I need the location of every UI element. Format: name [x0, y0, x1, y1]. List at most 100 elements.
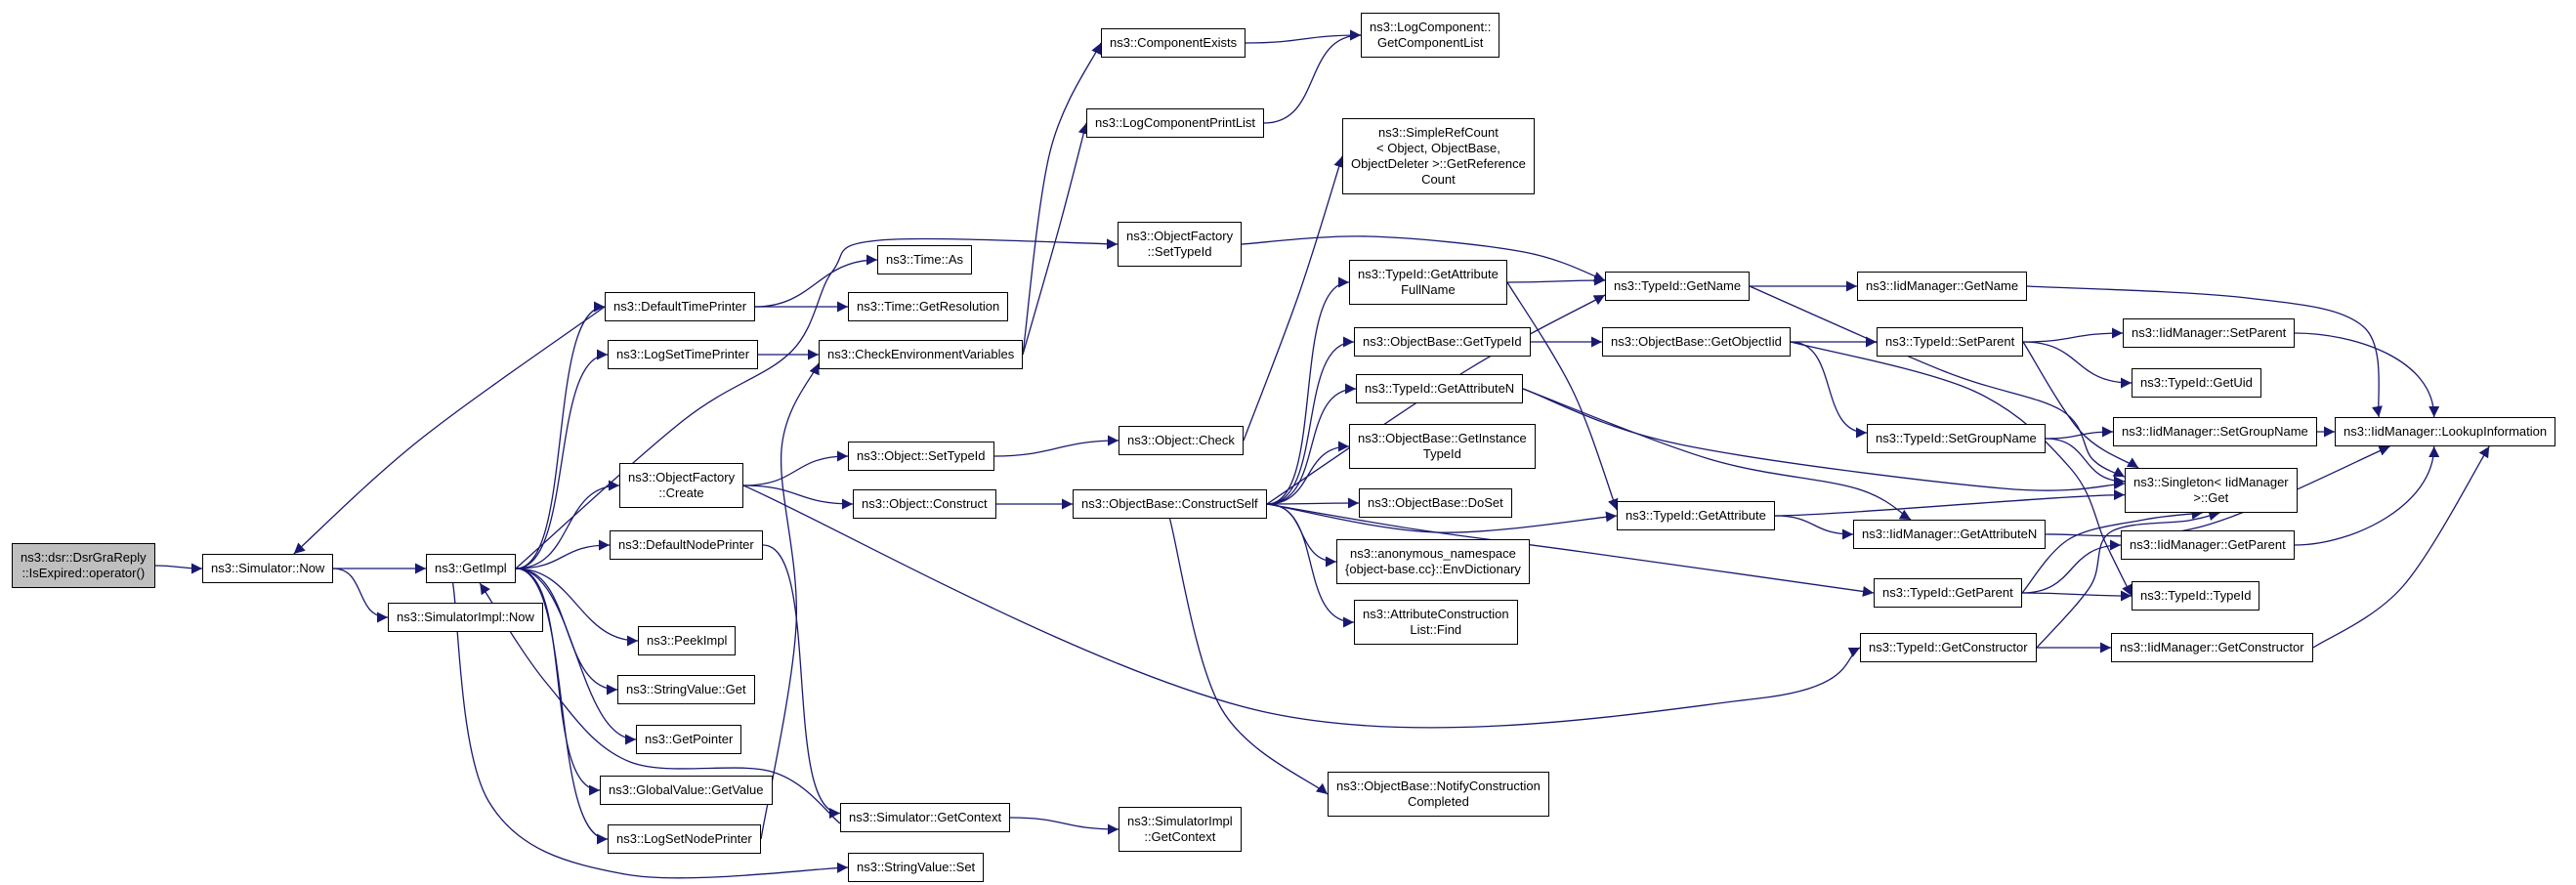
- edge-object-base-construct-self-to-object-base-do-set: [1266, 497, 1360, 509]
- call-graph-node-simulator-impl-now[interactable]: ns3::SimulatorImpl::Now: [388, 603, 543, 632]
- node-label-line: ns3::DefaultTimePrinter: [613, 299, 747, 314]
- edge-object-base-construct-self-to-object-base-get-instance-type-id: [1266, 441, 1350, 505]
- edge-get-impl-to-log-set-node-printer: [515, 568, 609, 845]
- node-label-line: ns3::TypeId::TypeId: [2140, 588, 2252, 603]
- call-graph-node-object-factory-set-type-id[interactable]: ns3::ObjectFactory::SetTypeId: [1118, 222, 1243, 267]
- edge-type-id-get-attribute-full-name-to-type-id-get-name: [1506, 274, 1606, 286]
- node-label-line: ns3::ObjectFactory: [1126, 229, 1234, 243]
- edge-type-id-get-attribute-full-name-to-type-id-get-attribute: [1506, 281, 1619, 511]
- node-label-line: ns3::ObjectFactory: [628, 470, 736, 485]
- edge-default-time-printer-to-time-as: [754, 254, 878, 308]
- node-label-line: ns3::Simulator::Now: [211, 561, 325, 575]
- call-graph-node-get-impl[interactable]: ns3::GetImpl: [426, 554, 516, 583]
- call-graph-node-object-set-type-id[interactable]: ns3::Object::SetTypeId: [848, 442, 994, 471]
- call-graph-node-simulator-impl-get-context[interactable]: ns3::SimulatorImpl::GetContext: [1119, 807, 1242, 852]
- edge-object-factory-create-to-type-id-get-constructor: [742, 485, 1861, 729]
- call-graph-node-type-id-get-attribute-n[interactable]: ns3::TypeId::GetAttributeN: [1356, 374, 1524, 403]
- node-label-line: ns3::GlobalValue::GetValue: [609, 782, 764, 797]
- edge-component-exists-to-log-component-get-component-list: [1245, 29, 1362, 44]
- call-graph-node-dsr-gra-reply-is-expired-operator[interactable]: ns3::dsr::DsrGraReply::IsExpired::operat…: [12, 543, 155, 588]
- call-graph-node-default-time-printer[interactable]: ns3::DefaultTimePrinter: [605, 292, 756, 321]
- call-graph-node-time-get-resolution[interactable]: ns3::Time::GetResolution: [848, 292, 1009, 321]
- node-label-line: ns3::GetImpl: [435, 561, 507, 575]
- call-graph-node-type-id-get-attribute[interactable]: ns3::TypeId::GetAttribute: [1617, 501, 1775, 530]
- node-label-line: ns3::TypeId::GetAttribute: [1358, 267, 1499, 281]
- node-label-line: ::IsExpired::operator(): [21, 566, 146, 580]
- node-label-line: ns3::LogComponentPrintList: [1095, 115, 1256, 130]
- edge-type-id-get-attribute-to-iid-manager-get-attribute-n: [1774, 515, 1854, 540]
- call-graph-node-log-set-time-printer[interactable]: ns3::LogSetTimePrinter: [608, 340, 759, 369]
- call-graph-node-type-id-get-parent[interactable]: ns3::TypeId::GetParent: [1874, 578, 2022, 608]
- call-graph-node-object-check[interactable]: ns3::Object::Check: [1119, 426, 1244, 455]
- node-label-line: ns3::SimpleRefCount: [1378, 125, 1499, 140]
- call-graph-node-type-id-get-constructor[interactable]: ns3::TypeId::GetConstructor: [1860, 633, 2037, 662]
- node-label-line: ns3::ComponentExists: [1110, 35, 1238, 50]
- call-graph-node-get-pointer[interactable]: ns3::GetPointer: [636, 725, 742, 754]
- node-label-line: TypeId: [1422, 446, 1461, 461]
- call-graph-node-singleton-iid-manager-get[interactable]: ns3::Singleton< IidManager>::Get: [2125, 468, 2298, 513]
- call-graph-node-iid-manager-lookup-information[interactable]: ns3::IidManager::LookupInformation: [2335, 417, 2556, 446]
- call-graph-node-iid-manager-get-attribute-n[interactable]: ns3::IidManager::GetAttributeN: [1853, 520, 2047, 549]
- node-label-line: >::Get: [2193, 490, 2229, 505]
- call-graph-node-iid-manager-set-group-name[interactable]: ns3::IidManager::SetGroupName: [2113, 417, 2317, 446]
- call-graph-node-iid-manager-get-constructor[interactable]: ns3::IidManager::GetConstructor: [2111, 633, 2313, 662]
- call-graph-node-global-value-get-value[interactable]: ns3::GlobalValue::GetValue: [600, 776, 773, 805]
- call-graph-node-iid-manager-get-name[interactable]: ns3::IidManager::GetName: [1857, 272, 2028, 301]
- node-label-line: ns3::IidManager::GetAttributeN: [1862, 527, 2038, 541]
- node-label-line: ::Create: [658, 485, 704, 500]
- call-graph-node-simulator-now[interactable]: ns3::Simulator::Now: [202, 554, 334, 583]
- edge-get-impl-to-default-node-printer: [515, 539, 611, 569]
- node-label-line: ns3::TypeId::GetUid: [2140, 375, 2253, 390]
- call-graph-node-string-value-get[interactable]: ns3::StringValue::Get: [617, 675, 755, 704]
- call-graph-node-type-id-type-id[interactable]: ns3::TypeId::TypeId: [2132, 581, 2260, 611]
- call-graph-node-iid-manager-get-parent[interactable]: ns3::IidManager::GetParent: [2121, 530, 2295, 560]
- call-graph-node-component-exists[interactable]: ns3::ComponentExists: [1101, 28, 1246, 58]
- call-graph-node-type-id-set-group-name[interactable]: ns3::TypeId::SetGroupName: [1867, 424, 2046, 453]
- node-label-line: ns3::ObjectBase::GetObjectIid: [1611, 334, 1782, 349]
- node-label-line: ns3::Time::GetResolution: [857, 299, 1000, 314]
- edge-iid-manager-set-parent-to-iid-manager-lookup-information: [2294, 332, 2440, 418]
- call-graph-node-time-as[interactable]: ns3::Time::As: [877, 245, 972, 274]
- edge-type-id-get-attribute-to-singleton-iid-manager-get: [1774, 489, 2126, 517]
- edge-object-base-construct-self-to-attribute-construction-list-find: [1266, 503, 1355, 628]
- call-graph-node-simple-ref-count-get-reference-count[interactable]: ns3::SimpleRefCount< Object, ObjectBase,…: [1342, 118, 1535, 194]
- call-graph-node-simulator-get-context[interactable]: ns3::Simulator::GetContext: [840, 803, 1011, 832]
- call-graph-node-log-set-node-printer[interactable]: ns3::LogSetNodePrinter: [608, 824, 761, 854]
- node-label-line: ns3::TypeId::GetParent: [1882, 585, 2013, 600]
- edge-type-id-get-parent-to-iid-manager-get-parent: [2021, 539, 2122, 594]
- call-graph-node-type-id-get-name[interactable]: ns3::TypeId::GetName: [1605, 272, 1751, 301]
- node-label-line: ns3::Object::SetTypeId: [857, 448, 986, 463]
- node-label-line: {object-base.cc}::EnvDictionary: [1345, 562, 1521, 576]
- node-label-line: ns3::StringValue::Get: [626, 682, 746, 696]
- node-label-line: Completed: [1407, 794, 1469, 809]
- call-graph-node-type-id-get-uid[interactable]: ns3::TypeId::GetUid: [2132, 368, 2261, 398]
- call-graph-node-peek-impl[interactable]: ns3::PeekImpl: [638, 626, 737, 655]
- call-graph-node-iid-manager-set-parent[interactable]: ns3::IidManager::SetParent: [2123, 318, 2296, 348]
- edge-object-base-construct-self-to-object-base-get-type-id: [1266, 336, 1355, 505]
- call-graph-node-object-base-get-type-id[interactable]: ns3::ObjectBase::GetTypeId: [1354, 327, 1531, 357]
- edge-log-set-node-printer-to-check-environment-variables: [760, 362, 820, 840]
- call-graph-node-object-factory-create[interactable]: ns3::ObjectFactory::Create: [619, 463, 744, 508]
- call-graph-node-object-construct[interactable]: ns3::Object::Construct: [853, 489, 996, 519]
- call-graph-node-type-id-set-parent[interactable]: ns3::TypeId::SetParent: [1877, 327, 2024, 357]
- call-graph-node-object-base-get-object-iid[interactable]: ns3::ObjectBase::GetObjectIid: [1602, 327, 1791, 357]
- node-label-line: ns3::TypeId::GetAttribute: [1626, 508, 1766, 523]
- edge-simulator-get-context-to-get-impl: [479, 582, 841, 824]
- edge-iid-manager-get-attribute-n-to-iid-manager-lookup-information: [2045, 445, 2390, 537]
- call-graph-node-string-value-set[interactable]: ns3::StringValue::Set: [848, 853, 985, 882]
- call-graph-node-log-component-print-list[interactable]: ns3::LogComponentPrintList: [1086, 108, 1265, 138]
- call-graph-node-log-component-get-component-list[interactable]: ns3::LogComponent::GetComponentList: [1361, 13, 1500, 58]
- call-graph-node-object-base-construct-self[interactable]: ns3::ObjectBase::ConstructSelf: [1073, 489, 1267, 519]
- edge-check-environment-variables-to-log-component-print-list: [1022, 122, 1089, 356]
- edge-object-base-construct-self-to-type-id-get-attribute-n: [1266, 383, 1357, 505]
- call-graph-node-object-base-do-set[interactable]: ns3::ObjectBase::DoSet: [1359, 488, 1512, 518]
- call-graph-node-env-dictionary[interactable]: ns3::anonymous_namespace{object-base.cc}…: [1336, 539, 1530, 584]
- call-graph-node-default-node-printer[interactable]: ns3::DefaultNodePrinter: [610, 530, 763, 560]
- node-label-line: ::GetContext: [1144, 829, 1216, 844]
- call-graph-node-check-environment-variables[interactable]: ns3::CheckEnvironmentVariables: [819, 340, 1024, 369]
- edge-object-factory-create-to-object-set-type-id: [742, 450, 849, 486]
